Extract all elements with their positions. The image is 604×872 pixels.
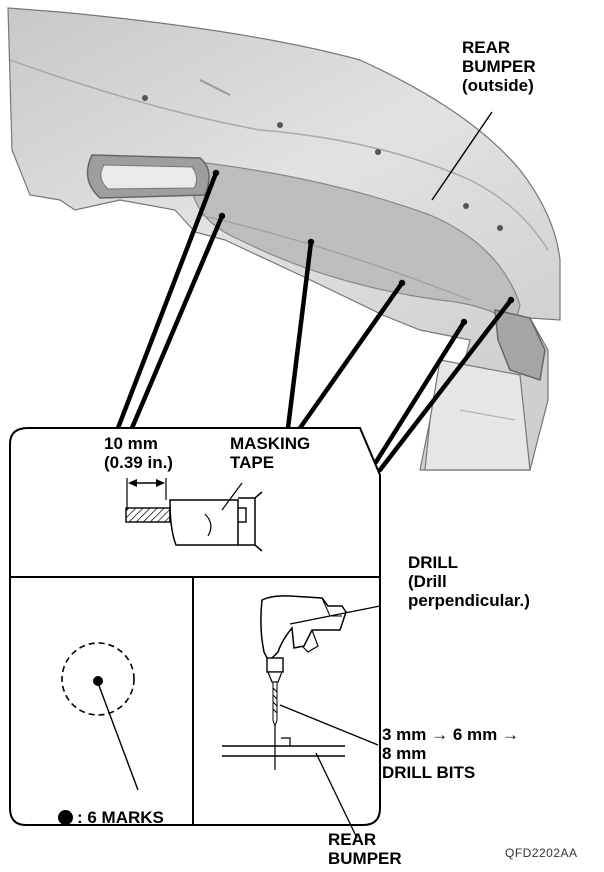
masking-tape-label: MASKING TAPE — [230, 434, 311, 472]
drill-bit-icon — [222, 681, 345, 770]
rear-bumper-leader — [315, 752, 358, 839]
dimension-label: 10 mm (0.39 in.) — [104, 434, 173, 472]
marks-legend: : 6 MARKS — [58, 808, 164, 827]
masking-tape-icon — [125, 478, 263, 552]
mark-dot-icon — [61, 642, 139, 791]
drill-icon — [260, 595, 347, 683]
drill-bits-label: 3 mm → 6 mm → 8 mm DRILL BITS — [382, 725, 519, 782]
rear-bumper-outside-label: REAR BUMPER (outside) — [462, 38, 536, 95]
rear-bumper-outside-leader — [431, 111, 493, 201]
drill-bits-leader — [279, 704, 379, 746]
drill-leader — [289, 605, 381, 625]
figure-code: QFD2202AA — [505, 846, 578, 860]
callout-leaders — [115, 170, 514, 473]
rear-bumper-illustration — [7, 7, 561, 471]
detail-box — [9, 427, 381, 826]
marks-legend-text: : 6 MARKS — [77, 808, 164, 827]
rear-bumper-label: REAR BUMPER — [328, 830, 402, 868]
mark-dot-icon — [58, 810, 73, 825]
drill-label: DRILL (Drill perpendicular.) — [408, 553, 530, 610]
